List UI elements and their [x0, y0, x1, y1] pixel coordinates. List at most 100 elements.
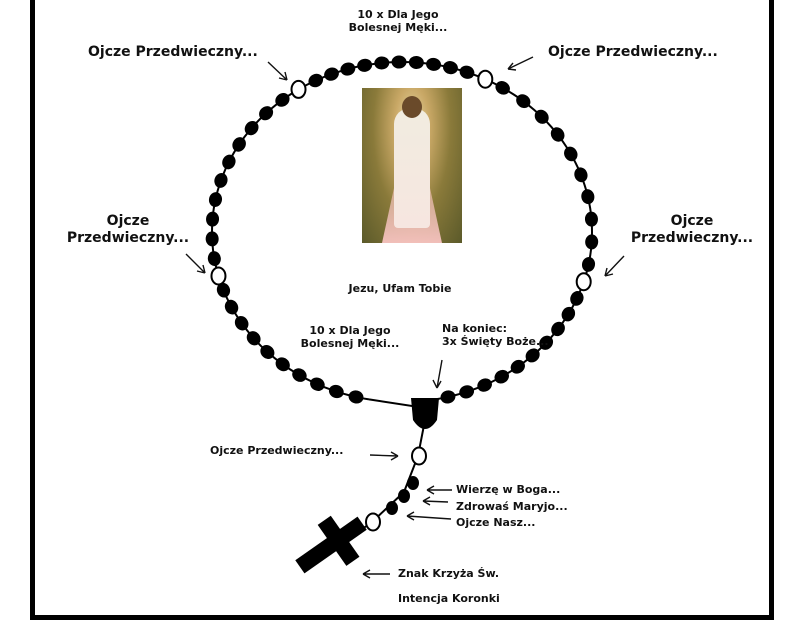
- arrow-creed: [426, 485, 452, 495]
- hail-mary-bead: [477, 378, 492, 392]
- hail-mary-bead: [574, 167, 588, 183]
- label-ending-line1: Na koniec:: [442, 322, 508, 335]
- hail-mary-bead: [550, 127, 565, 142]
- hail-mary-bead: [570, 291, 584, 306]
- arrows: [185, 56, 625, 579]
- hail-mary-bead: [357, 58, 373, 72]
- hail-mary-bead: [539, 335, 554, 350]
- hail-mary-bead: [581, 189, 595, 205]
- our-father-bead: [477, 69, 494, 89]
- image-head: [402, 96, 422, 118]
- hail-mary-bead: [324, 67, 339, 81]
- hail-mary-bead: [408, 55, 424, 69]
- pendant-hail-mary-bead: [386, 501, 398, 515]
- our-father-bead: [210, 266, 227, 286]
- hail-mary-bead: [275, 92, 290, 107]
- image-figure: [394, 108, 430, 228]
- hail-mary-bead: [328, 384, 344, 399]
- hail-mary-bead: [494, 369, 509, 384]
- hail-mary-bead: [234, 315, 249, 331]
- hail-mary-bead: [216, 282, 231, 298]
- label-top-decade: 10 x Dla Jego Bolesnej Męki...: [328, 8, 468, 34]
- arrow-top-left: [267, 61, 288, 81]
- hail-mary-bead: [260, 344, 275, 359]
- arrow-left: [185, 253, 206, 274]
- pendant-hail-mary-bead: [398, 489, 410, 503]
- hail-mary-bead: [222, 154, 236, 170]
- hail-mary-bead: [581, 256, 596, 272]
- hail-mary-bead: [205, 231, 219, 247]
- label-left-line1: Ojcze: [106, 213, 150, 229]
- cross-beam: [295, 516, 367, 574]
- arrow-top-right: [507, 56, 534, 71]
- arrow-our-father: [406, 511, 452, 521]
- hail-mary-bead: [214, 172, 228, 188]
- arrow-pendant: [369, 451, 399, 461]
- label-bottom-decade: 10 x Dla Jego Bolesnej Męki...: [290, 324, 410, 350]
- label-top-decade-line2: Bolesnej Męki...: [348, 21, 448, 35]
- hail-mary-bead: [426, 57, 442, 71]
- hail-mary-bead: [525, 348, 540, 363]
- label-right: Ojcze Przedwieczny...: [622, 213, 762, 247]
- hail-mary-bead: [585, 234, 599, 250]
- hail-mary-bead: [206, 211, 220, 227]
- label-right-line2: Przedwieczny...: [630, 229, 754, 246]
- label-left-line2: Przedwieczny...: [66, 229, 190, 246]
- beads-group: [205, 55, 599, 574]
- hail-mary-bead: [207, 251, 221, 267]
- hail-mary-bead: [516, 94, 531, 109]
- label-center: Jezu, Ufam Tobie: [348, 282, 452, 295]
- arrow-ending: [432, 359, 443, 389]
- arrow-cross: [362, 569, 390, 579]
- arrow-hail-mary: [422, 496, 449, 506]
- label-bottom-decade-line2: Bolesnej Męki...: [300, 337, 400, 351]
- hail-mary-bead: [340, 62, 356, 76]
- hail-mary-bead: [459, 65, 475, 79]
- label-our-father: Ojcze Nasz...: [456, 516, 536, 529]
- hail-mary-bead: [443, 61, 458, 75]
- hail-mary-bead: [534, 109, 549, 124]
- hail-mary-bead: [246, 331, 261, 346]
- pendant-our-father-bead: [411, 446, 427, 466]
- hail-mary-bead: [310, 377, 325, 391]
- cross-bar: [317, 515, 360, 566]
- our-father-bead: [290, 79, 307, 99]
- hail-mary-bead: [440, 390, 456, 404]
- label-right-line1: Ojcze: [670, 213, 714, 229]
- hail-mary-bead: [208, 192, 223, 208]
- arrow-right: [604, 255, 625, 277]
- hail-mary-bead: [232, 137, 246, 152]
- label-pendant-our-father: Ojcze Przedwieczny...: [210, 444, 344, 457]
- hail-mary-bead: [308, 73, 324, 88]
- pendant-our-father-bead-2: [365, 512, 381, 532]
- hail-mary-bead: [244, 120, 259, 136]
- pendant-hail-mary-bead: [407, 476, 419, 490]
- label-hail-mary: Zdrowaś Maryjo...: [456, 500, 568, 513]
- hail-mary-bead: [584, 211, 598, 227]
- label-bottom-decade-line1: 10 x Dla Jego: [309, 324, 391, 337]
- hail-mary-bead: [551, 321, 565, 337]
- hail-mary-bead: [292, 368, 307, 382]
- hail-mary-bead: [391, 55, 407, 69]
- label-intention: Intencja Koronki: [398, 592, 500, 605]
- label-top-right: Ojcze Przedwieczny...: [548, 44, 718, 60]
- hail-mary-bead: [561, 306, 576, 322]
- hail-mary-bead: [275, 357, 290, 372]
- label-left: Ojcze Przedwieczny...: [58, 213, 198, 247]
- label-top-decade-line1: 10 x Dla Jego: [357, 8, 439, 21]
- hail-mary-bead: [459, 385, 475, 399]
- hail-mary-bead: [374, 56, 390, 70]
- hail-mary-bead: [224, 299, 239, 315]
- hail-mary-bead: [259, 106, 274, 121]
- label-sign-of-cross: Znak Krzyża Św.: [398, 567, 500, 580]
- center-medal: [411, 398, 439, 429]
- hail-mary-bead: [348, 390, 364, 404]
- hail-mary-bead: [510, 359, 525, 374]
- hail-mary-bead: [495, 81, 510, 95]
- chaplet-diagram: [185, 55, 625, 579]
- hail-mary-bead: [564, 146, 578, 162]
- label-ending: Na koniec: 3x Święty Boże...: [442, 322, 549, 348]
- label-top-left: Ojcze Przedwieczny...: [88, 44, 258, 60]
- label-creed: Wierzę w Boga...: [456, 483, 561, 496]
- our-father-bead: [575, 272, 592, 292]
